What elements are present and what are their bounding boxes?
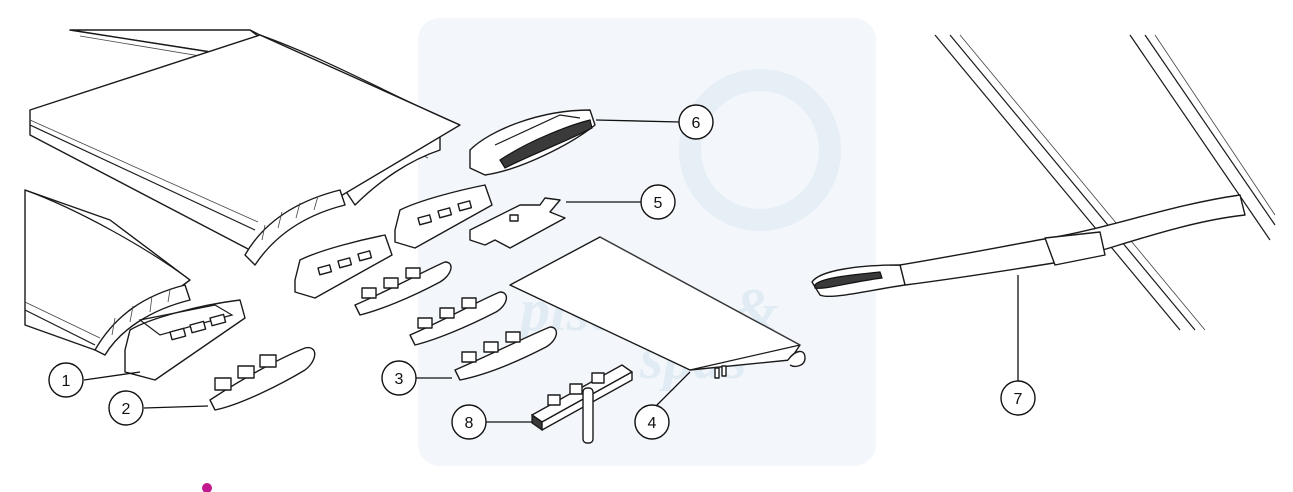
callout-1: 1 xyxy=(48,362,84,398)
part-5-cross-connector xyxy=(469,197,566,249)
callout-5: 5 xyxy=(640,184,676,220)
callout-7: 7 xyxy=(1000,380,1036,416)
plug-stack-1 xyxy=(354,261,452,316)
svg-text:4: 4 xyxy=(648,415,657,432)
callout-3: 3 xyxy=(381,360,417,396)
end-cap-middle-left xyxy=(294,234,393,299)
svg-text:2: 2 xyxy=(122,401,131,418)
part-1-end-cap xyxy=(124,299,246,381)
callout-6: 6 xyxy=(678,104,714,140)
callout-2: 2 xyxy=(108,390,144,426)
accent-dot xyxy=(202,483,212,492)
part-2-plug xyxy=(209,346,316,411)
callout-8: 8 xyxy=(451,404,487,440)
leader-4 xyxy=(651,371,691,411)
part-6-end-cap xyxy=(469,109,596,176)
callout-4: 4 xyxy=(634,404,670,440)
svg-text:3: 3 xyxy=(395,371,404,388)
end-cap-middle-right xyxy=(394,184,493,249)
part-7-strap-assembly xyxy=(811,34,1276,331)
svg-text:1: 1 xyxy=(62,373,71,390)
watermark-logo xyxy=(679,69,841,231)
leader-lines xyxy=(83,119,1019,423)
slat-profile-lower xyxy=(24,189,191,356)
part-3-plug xyxy=(454,326,557,381)
leader-2 xyxy=(143,405,209,409)
part-8-bar-and-pin xyxy=(531,364,633,444)
svg-text:7: 7 xyxy=(1014,391,1023,408)
svg-text:6: 6 xyxy=(692,115,701,132)
plug-stack-2 xyxy=(409,291,507,346)
slat-profile-upper xyxy=(29,34,461,266)
leader-1 xyxy=(83,371,141,381)
svg-text:8: 8 xyxy=(465,415,474,432)
svg-text:5: 5 xyxy=(654,195,663,212)
part-4-panel xyxy=(509,236,806,379)
leader-6 xyxy=(595,119,681,123)
